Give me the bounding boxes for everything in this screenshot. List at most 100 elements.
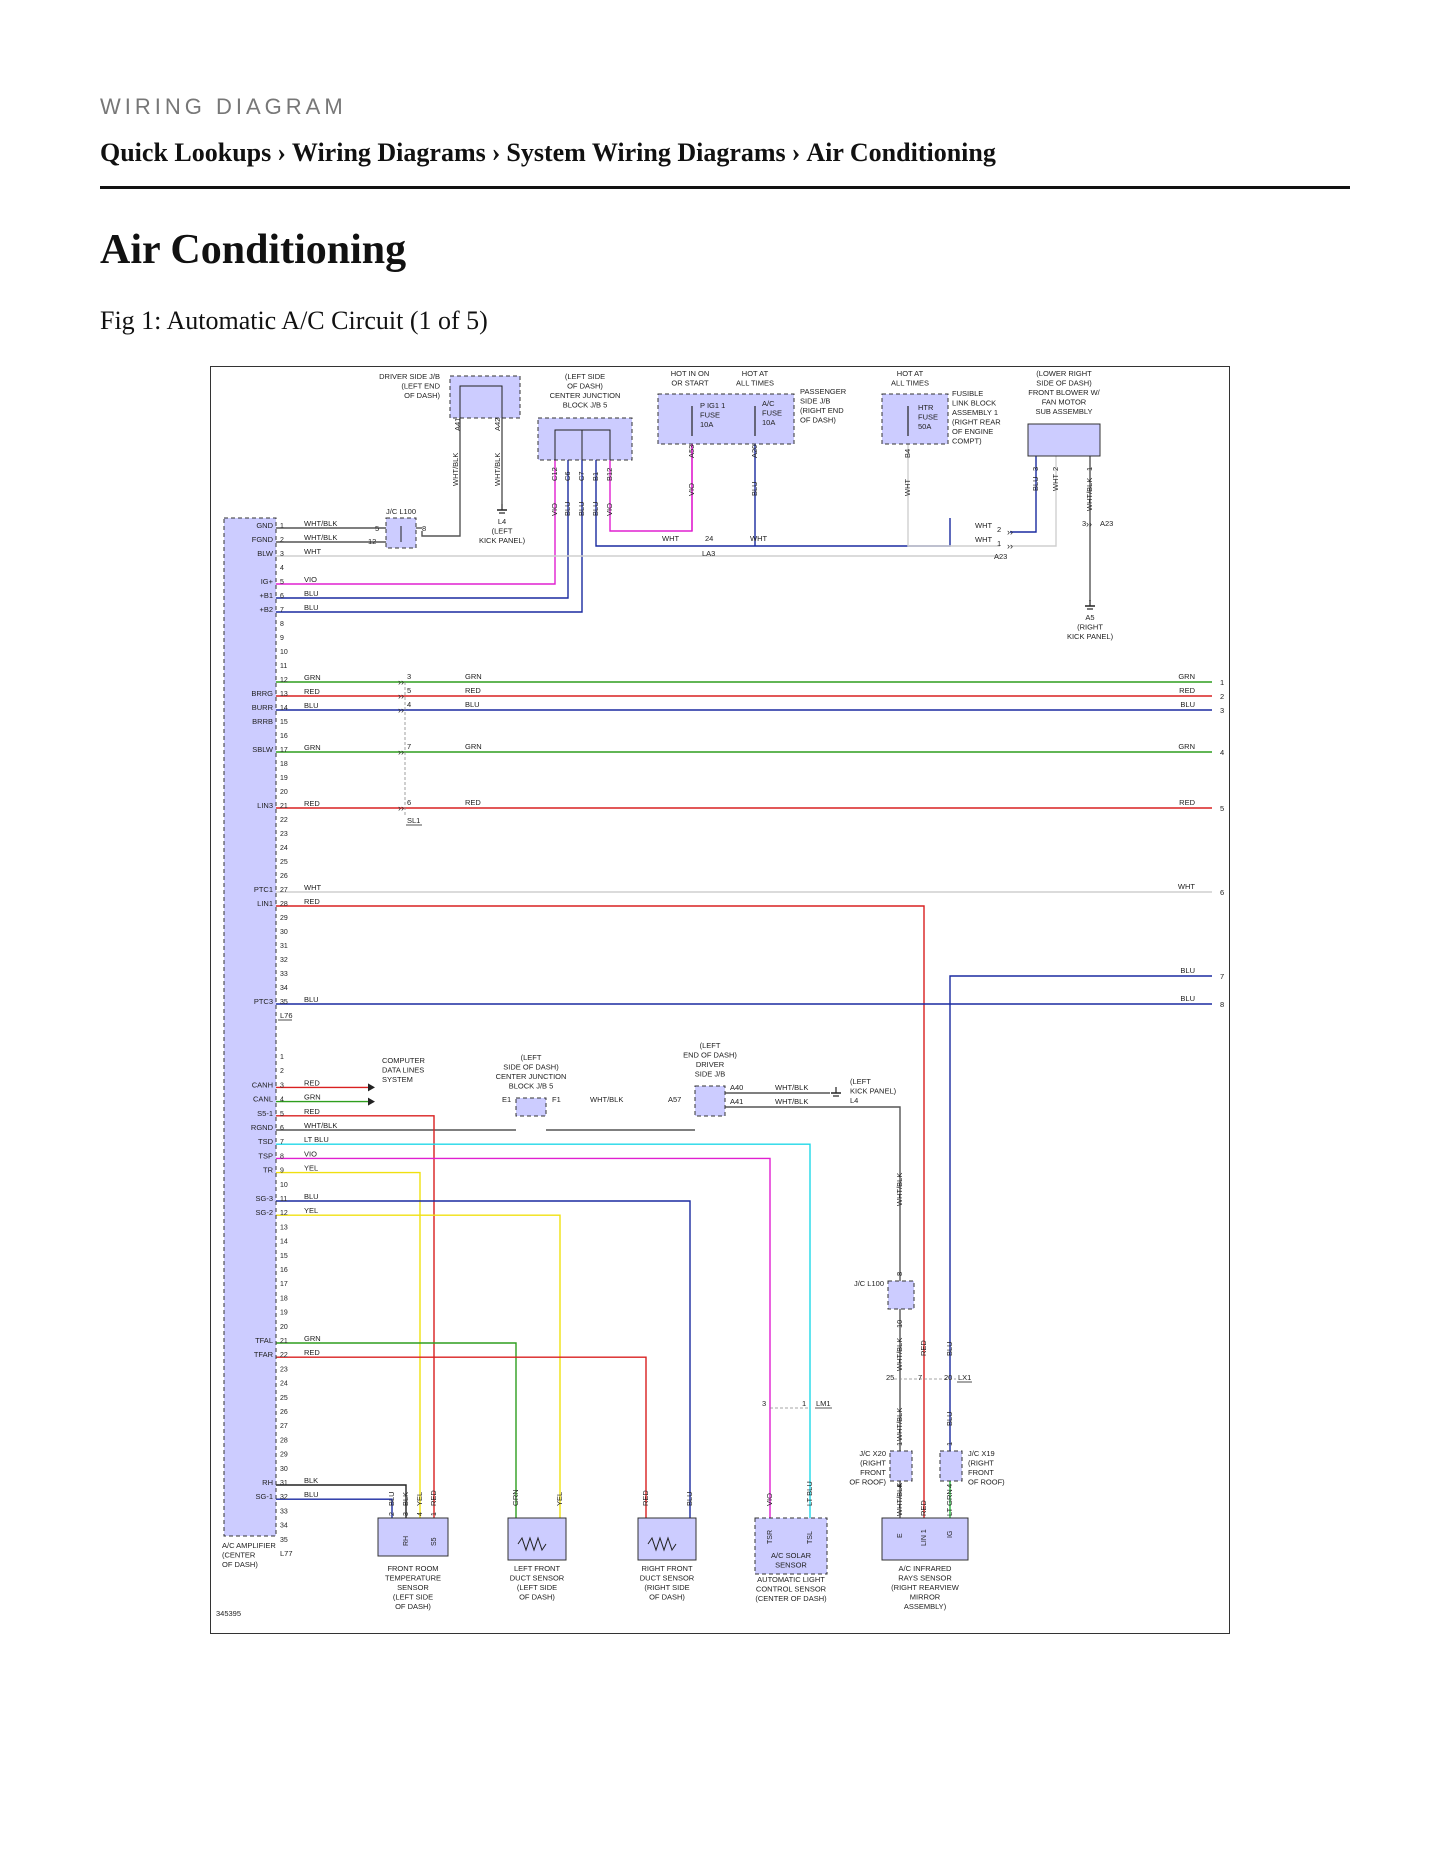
wire-color-label: WHT/BLK [895,1338,904,1371]
pin-name: GND [256,521,273,530]
pin-number: 19 [280,1310,288,1317]
pin-number: 2 [280,537,284,544]
pin-number: 6 [280,593,284,600]
connector-id: A23 [994,552,1007,561]
connector-pin: E1 [502,1095,511,1104]
wire-color-label: BLU [387,1491,396,1506]
breadcrumb-item[interactable]: Quick Lookups [100,138,272,167]
wire-color-label: WHT/BLK [304,533,337,542]
sensor-label: (CENTER OF DASH) [755,1594,827,1603]
sensor-label: SENSOR [397,1583,429,1592]
fuse-label: FUSE [700,411,720,420]
connector-pin: 20 [944,1373,952,1382]
wire-color-label: BLK [401,1492,410,1506]
wire-wht-blk [421,418,461,537]
component-label: SIDE OF DASH) [503,1063,559,1072]
wire-color-label: WHT/BLK [1085,478,1094,511]
wire-blu [595,460,951,547]
pin-number: 25 [280,1395,288,1402]
breadcrumb-separator: › [791,138,801,167]
wire-color-label: RED [429,1490,438,1506]
connector-pin: A41 [730,1097,743,1106]
ac-infrared-rays-sensor [881,1517,969,1561]
connector-pin: 4 [895,1484,904,1488]
wire-wht-blk [725,1106,901,1281]
wire-color-label: BLU [685,1491,694,1506]
wire-wht [1010,456,1057,547]
connector-pin: 1 [895,1442,904,1446]
page-title: Air Conditioning [100,227,407,273]
pin-name: S5-1 [257,1109,273,1118]
fuse-label: P IG1 1 [700,401,725,410]
ground-label: KICK PANEL) [479,536,526,545]
wire-color-label: BLU [945,1341,954,1356]
thermistor-icon [647,1536,677,1552]
fuse-label: FUSE [918,413,938,422]
connector-chevron: ›› [1007,527,1013,537]
connector-pin: 3 [403,1512,410,1516]
component-label: (LEFT END [401,382,440,391]
connector-pin: 5 [407,686,411,695]
sensor-label: OF DASH) [649,1593,685,1602]
wire-color-label: RED [304,897,320,906]
ac-amplifier-body [223,517,277,1537]
pin-number: 26 [280,1409,288,1416]
hot-label: HOT AT [897,369,924,378]
connector-pin: 6 [407,798,411,807]
pin-number: 4 [280,565,284,572]
wire-color-label: WHT [975,535,992,544]
sensor-pin: RH [403,1536,410,1546]
pin-number: 24 [280,845,288,852]
pin-number: 1 [280,1054,284,1061]
thermistor-icon [517,1536,547,1552]
breadcrumb-item[interactable]: System Wiring Diagrams [506,138,786,167]
pin-number: 23 [280,831,288,838]
connector-pin: 24 [705,534,713,543]
connector-pin: F1 [552,1095,561,1104]
wire-color-label: VIO [605,503,614,516]
pin-name: BRRB [252,717,273,726]
connector-pin: 25 [886,1373,894,1382]
breadcrumb-item[interactable]: Air Conditioning [806,138,996,167]
breadcrumb-item[interactable]: Wiring Diagrams [291,138,486,167]
wire-color-label: RED [641,1490,650,1506]
sensor-label: FRONT ROOM [387,1564,438,1573]
fusible-link-block [881,393,949,445]
sensor-label: A/C INFRARED [899,1564,953,1573]
connector-pin: 1 [1085,467,1094,471]
sensor-label: DUCT SENSOR [510,1574,565,1583]
pin-name: SG-2 [255,1208,273,1217]
sensor-label: (LEFT SIDE [393,1593,433,1602]
ground-label: L4 [498,517,506,526]
pin-number: 35 [280,1537,288,1544]
wire-color-label: BLU [465,700,480,709]
hot-label: ALL TIMES [736,379,774,388]
pin-name: LIN3 [257,801,273,810]
wire-color-label: GRN [304,673,321,682]
connector-pin: 7 [918,1373,922,1382]
pin-number: 16 [280,1267,288,1274]
computer-data-label: SYSTEM [382,1075,413,1084]
junction-label: J/C L100 [854,1279,884,1288]
pin-number: 34 [280,985,288,992]
sensor-pin: IG [947,1531,954,1538]
pin-name: CANL [253,1095,273,1104]
component-label: DRIVER SIDE J/B [379,372,440,381]
wire-color-label: BLU [304,995,319,1004]
pin-number: 19 [280,775,288,782]
connector-id: L76 [280,1011,293,1020]
component-label: FRONT BLOWER W/ [1028,388,1100,397]
ground-label: KICK PANEL) [1067,632,1114,641]
fuse-label: 50A [918,422,931,431]
page-eyebrow: WIRING DIAGRAM [100,94,347,119]
wire-color-label: RED [1179,686,1195,695]
wire-color-label: WHT [304,547,321,556]
pin-number: 31 [280,1480,288,1487]
fuse-label: HTR [918,403,934,412]
fuse-label: A/C [762,399,775,408]
wire-color-label: RED [304,1107,320,1116]
connector-id: SL1 [407,816,420,825]
pin-name: TFAL [255,1336,273,1345]
connector-chevron: ›› [398,747,404,757]
wire-color-label: GRN [304,1093,321,1102]
